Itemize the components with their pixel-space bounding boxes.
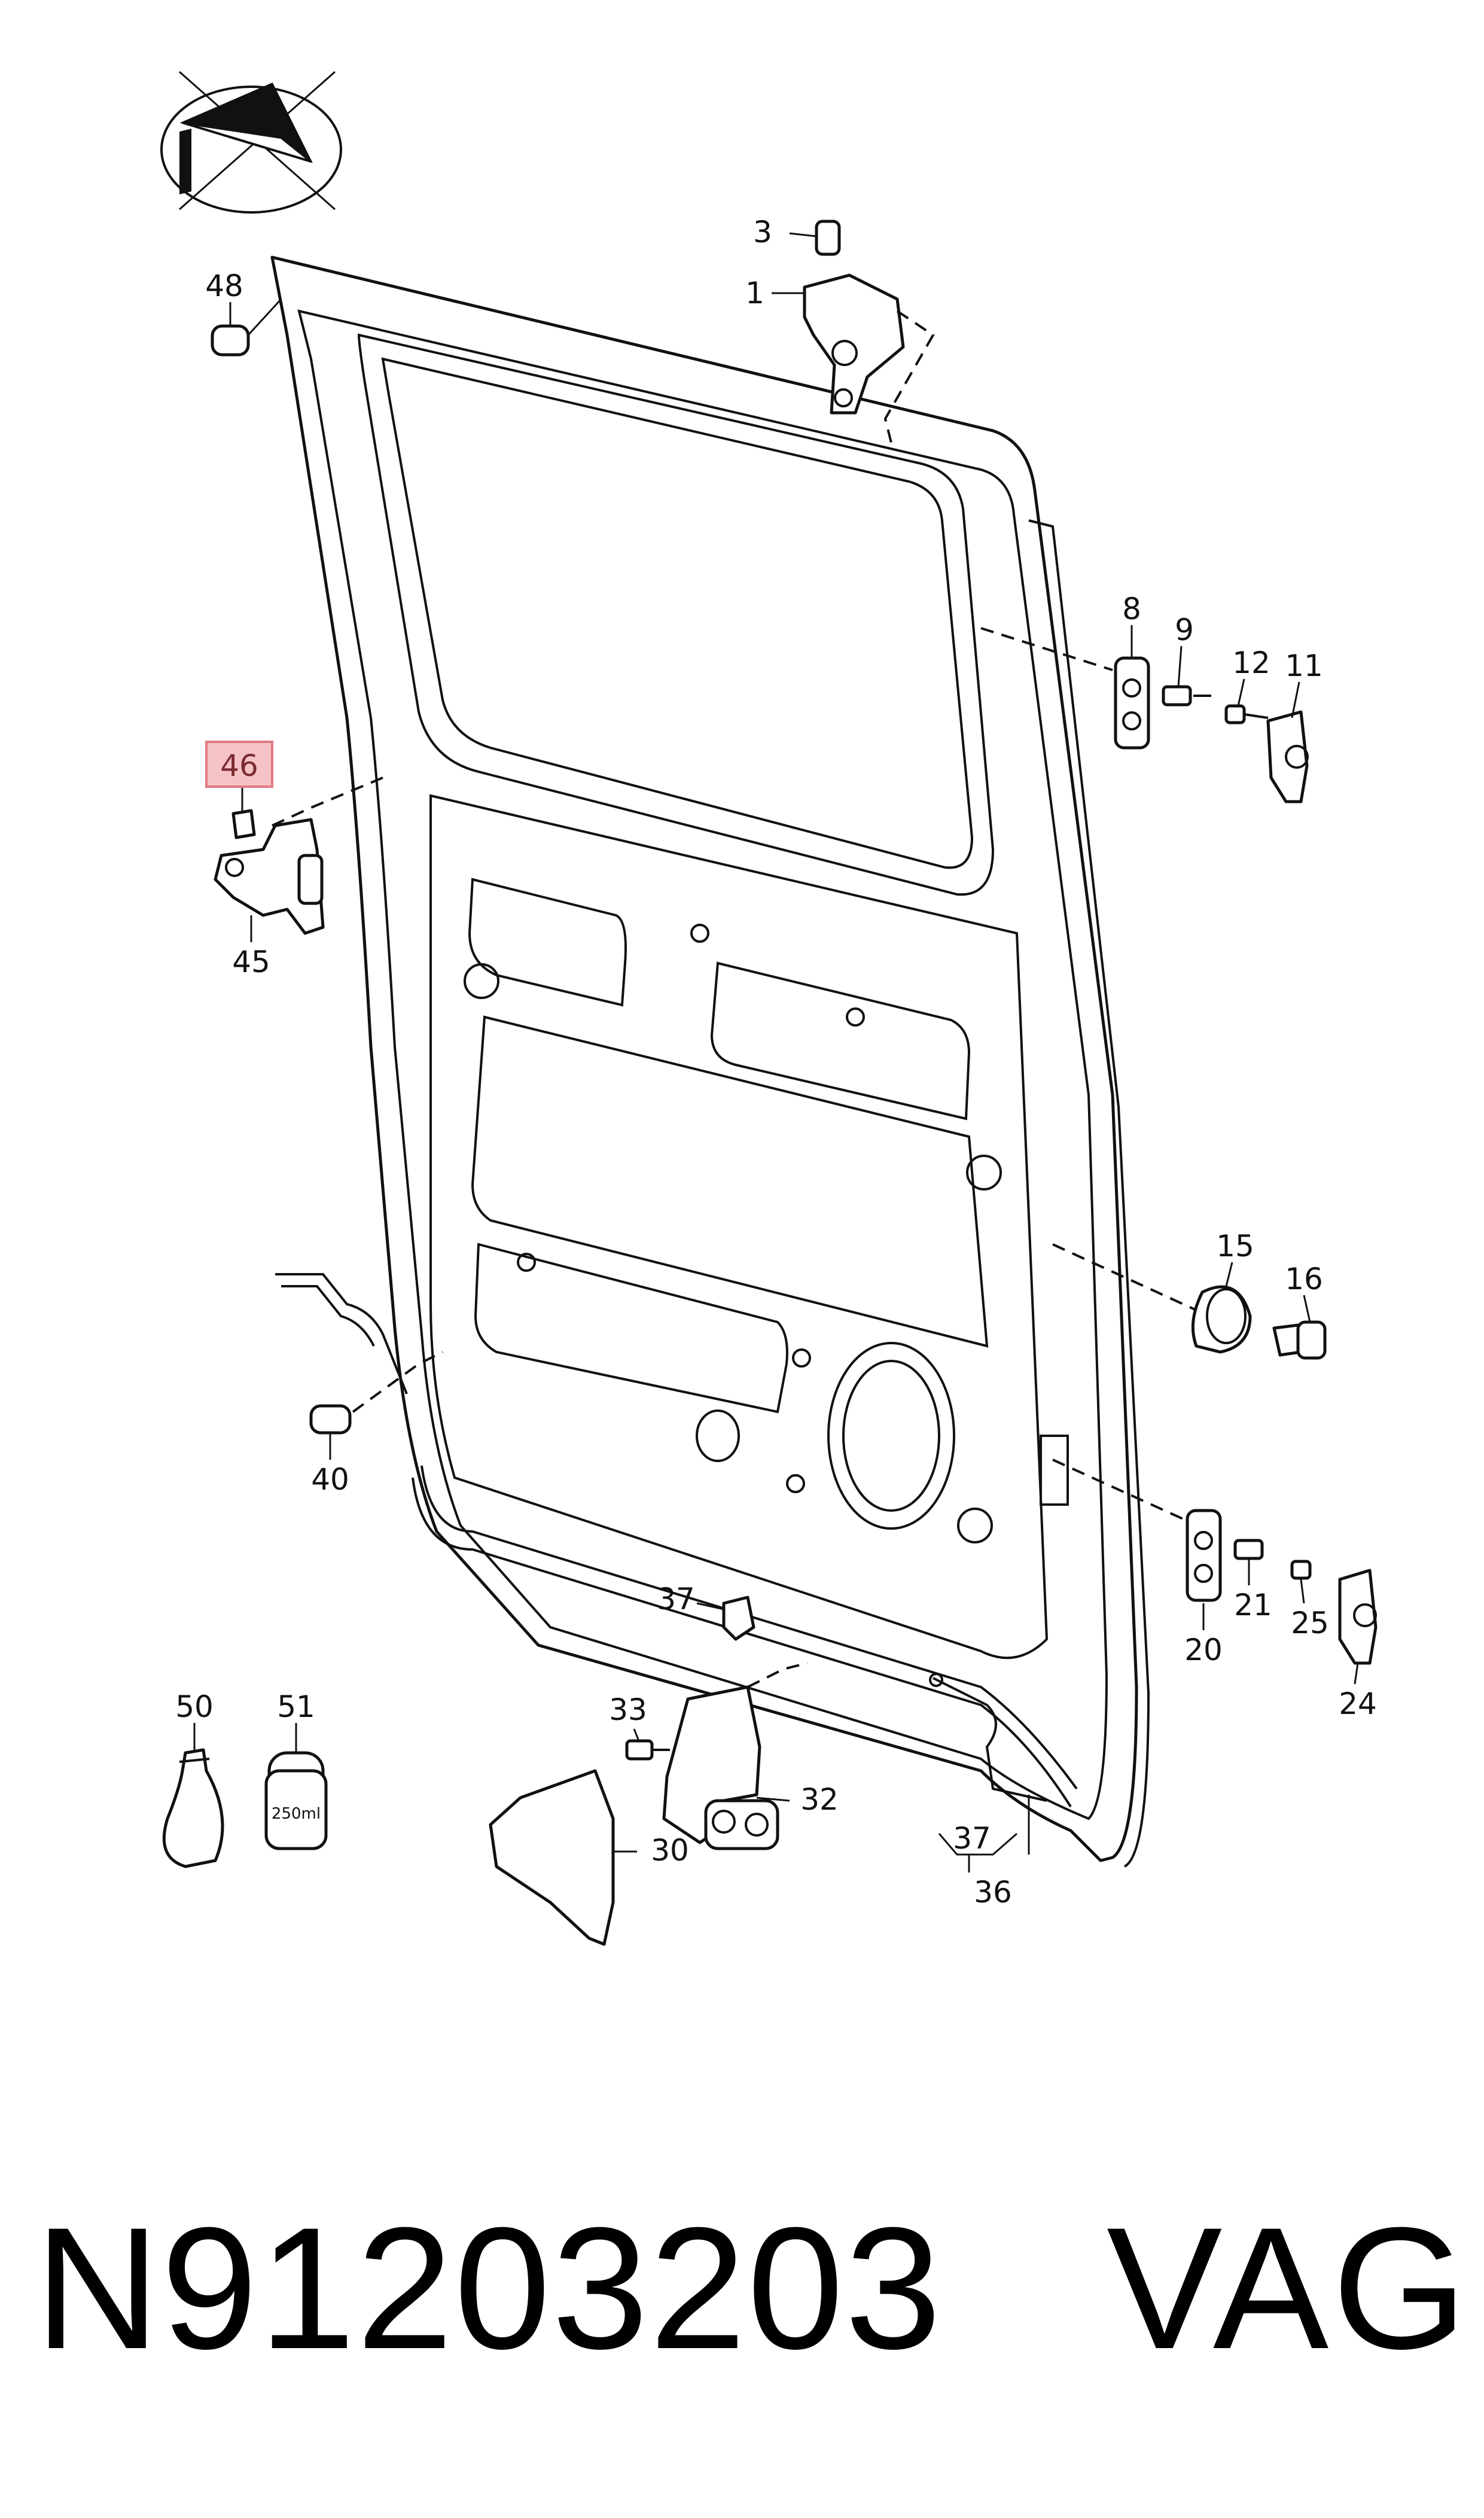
callout-leaders (193, 232, 1359, 1872)
callout-37-upper: 37 (657, 1582, 695, 1616)
bottle-label: 250ml (272, 1805, 321, 1823)
sliding-door-panel (270, 255, 1150, 1868)
grease-bag (162, 1748, 224, 1868)
bumper-plug-48 (211, 298, 282, 357)
callout-1: 1 (745, 276, 764, 310)
sealant-bottle: 250ml (264, 1751, 328, 1850)
front-hinge-bracket (214, 777, 383, 935)
rear-striker-group-lower (1052, 1459, 1378, 1665)
callout-21: 21 (1234, 1588, 1272, 1622)
callout-51: 51 (277, 1689, 315, 1724)
lower-hinge-cover (489, 1769, 615, 1946)
callout-16: 16 (1285, 1262, 1323, 1296)
footer-caption: N91203203 VAG (0, 2148, 1484, 2459)
callout-12: 12 (1232, 646, 1270, 680)
callout-labels: 3 1 8 9 12 11 15 16 20 21 25 24 30 32 33… (175, 215, 1377, 1910)
part-number: N91203203 (35, 2191, 943, 2385)
orientation-icon (160, 71, 342, 214)
upper-guide-bracket (803, 220, 935, 443)
callout-32: 32 (800, 1782, 839, 1817)
callout-30: 30 (651, 1833, 689, 1868)
callout-33: 33 (609, 1692, 647, 1727)
callout-50: 50 (175, 1689, 214, 1724)
highlight-box-46 (205, 741, 273, 788)
rear-striker-group-upper (980, 627, 1309, 803)
callout-46: 46 (220, 748, 258, 783)
callout-15: 15 (1216, 1229, 1254, 1263)
exploded-parts-diagram: 250ml 3 1 8 9 12 11 (160, 71, 1378, 1946)
brand-name: VAG (1107, 2191, 1471, 2385)
callout-3: 3 (753, 215, 772, 249)
callout-40: 40 (311, 1462, 349, 1497)
rubber-buffer-group (1052, 1243, 1327, 1360)
callout-37-lower: 37 (953, 1821, 991, 1856)
callout-9: 9 (1175, 613, 1194, 647)
callout-8: 8 (1122, 592, 1141, 626)
callout-24: 24 (1339, 1686, 1377, 1721)
callout-25: 25 (1291, 1606, 1329, 1640)
bumper-plug-40 (275, 1273, 443, 1435)
callout-11: 11 (1285, 648, 1323, 683)
callout-36: 36 (974, 1875, 1012, 1910)
callout-20: 20 (1184, 1633, 1223, 1667)
callout-45: 45 (232, 945, 270, 979)
lower-hinge-bracket (625, 1662, 808, 1850)
callout-48: 48 (205, 269, 243, 303)
lower-guide-cable (722, 1596, 1047, 1802)
